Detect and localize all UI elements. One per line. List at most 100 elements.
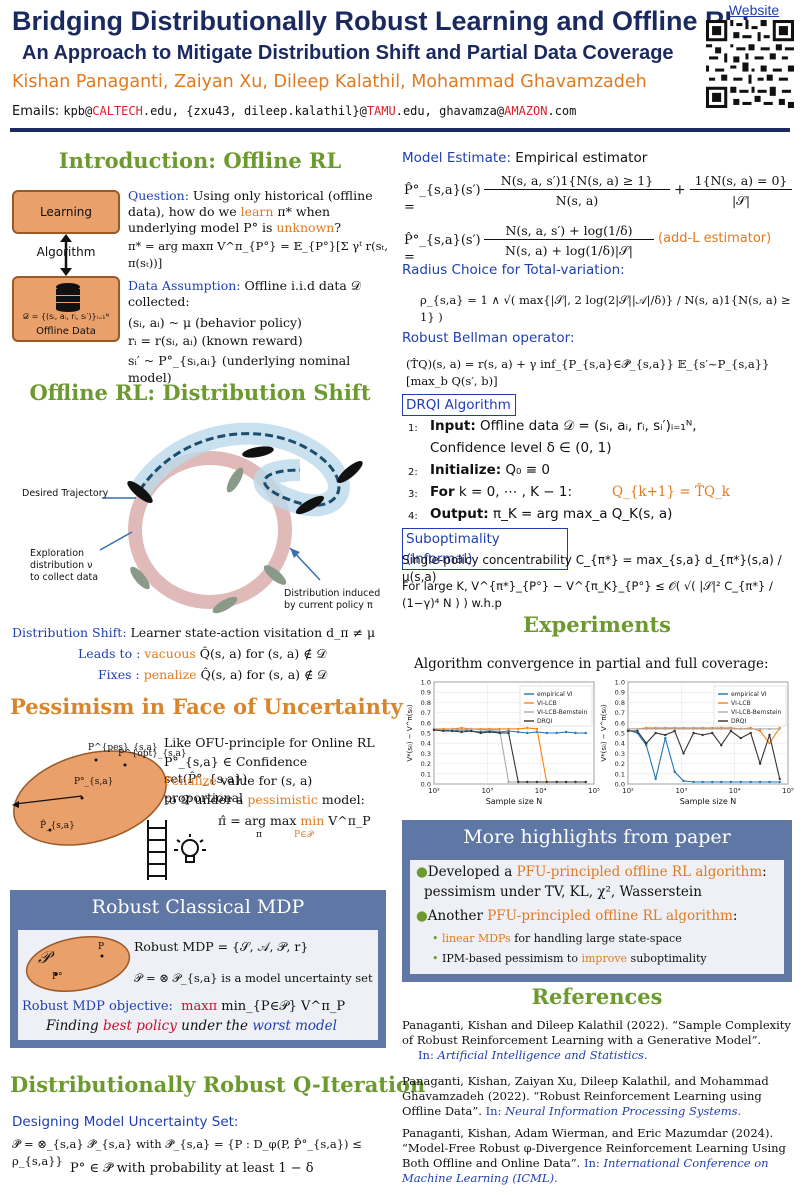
alg-line3: For k = 0, ⋯ , K − 1:	[430, 484, 620, 501]
suboptimality-title: Suboptimality (Informal)	[402, 528, 568, 570]
y-tick-label: 0.7	[421, 709, 431, 717]
data-point	[682, 779, 685, 783]
y-tick-label: 0.2	[421, 760, 431, 768]
legend-box	[519, 685, 593, 727]
dataset-formula: 𝒟 = {(sᵢ, aᵢ, rᵢ, sᵢ′)}ᵢ₌₁ᴺ	[22, 312, 110, 321]
alg-line2-bold: Initialize:	[430, 462, 502, 478]
website-link[interactable]: Website	[728, 2, 780, 18]
data-assumption: Data Assumption: Offline i.i.d data 𝒟 co…	[128, 278, 390, 310]
x-tick-label: 10⁵	[782, 787, 794, 795]
data-point	[664, 727, 667, 731]
data-point	[701, 733, 704, 737]
pessimism-line4-text: to 𝒟 under a	[164, 792, 248, 807]
data-point	[768, 733, 771, 737]
shift-text: Learner state-action visitation d_π ≠ μ	[126, 625, 376, 640]
x-axis-label: Sample size N	[486, 797, 543, 806]
robust-mdp-body: 𝒫 P P° Robust MDP = {𝒮, 𝒜, 𝒫, r} 𝒫 = ⊗ 𝒫…	[18, 930, 378, 1040]
designing-label: Designing Model Uncertainty Set:	[12, 1114, 239, 1130]
eq2-numerator: N(s, a, s′) + log(1/δ)	[484, 222, 654, 240]
bidirectional-arrow-icon	[60, 234, 72, 276]
data-point	[711, 727, 714, 731]
y-axis-label: V*(s₀) − V^π(s₀)	[406, 704, 414, 762]
pi-hat-sub: π	[256, 830, 262, 840]
model-estimate-rest: Empirical estimator	[511, 150, 648, 166]
data-point	[564, 780, 568, 784]
label-induced-2: by current policy π	[284, 600, 373, 611]
fixes-word: penalize	[143, 667, 197, 682]
distribution-shift-diagram	[99, 422, 363, 614]
finding-2: under the	[176, 1018, 253, 1034]
alg-line1b: Confidence level δ ∈ (0, 1)	[430, 440, 612, 456]
data-point	[626, 727, 630, 731]
alg-line1: Input: Offline data 𝒟 = (sᵢ, aᵢ, rᵢ, sᵢ′…	[430, 418, 792, 435]
legend-entry: empirical VI	[731, 691, 767, 698]
data-point	[739, 736, 742, 740]
robust-mdp-definition: Robust MDP = {𝒮, 𝒜, 𝒫, r}	[134, 939, 309, 954]
data-point	[720, 727, 723, 731]
legend-entry: DRQI	[731, 718, 747, 725]
sub-highlight-2-pre: IPM-based pessimism to	[442, 952, 582, 965]
reference-1-venue[interactable]: Artificial Intelligence and Statistics.	[437, 1048, 648, 1062]
pi-hat-formula: π̂ = arg max min V^π_P	[218, 812, 388, 829]
data-point	[758, 729, 762, 733]
pessimism-line1: Like OFU-principle for Online RL	[164, 735, 375, 750]
p-dot2-label: P°	[52, 972, 63, 982]
y-tick-label: 0.2	[615, 760, 625, 768]
intro-question: Question: Using only historical (offline…	[128, 188, 390, 236]
y-tick-label: 0.8	[615, 699, 625, 707]
question-label: Question:	[128, 188, 189, 203]
p-hat-label: P̂_{s,a}	[40, 821, 75, 831]
question-text-2: π* when underlying model P° is	[128, 204, 331, 235]
data-point	[673, 727, 676, 731]
data-point	[645, 742, 648, 745]
label-exploration: Exploration distribution ν to collect da…	[30, 548, 140, 584]
email1-user: kpb@	[63, 104, 93, 118]
objective-rest: min_{P∈𝒫} V^π_P	[217, 999, 346, 1014]
y-tick-label: 0.7	[615, 709, 625, 717]
alg-line1-num: 1:	[408, 423, 418, 434]
leads-text: Q̂(s, a) for (s, a) ∉ 𝒟	[195, 646, 327, 661]
data-point	[645, 727, 648, 731]
highlights-panel: More highlights from paper ●Developed a …	[402, 820, 792, 982]
data-point	[507, 727, 510, 731]
highlight-2: ●Another PFU-principled offline RL algor…	[416, 908, 780, 925]
uncertainty-set-icon	[25, 936, 131, 992]
y-axis-label: V*(s₀) − V^π(s₀)	[600, 704, 608, 762]
p-opt-label: P^{opt}_{s,a}	[118, 749, 187, 759]
finding-worst: worst model	[252, 1018, 337, 1034]
x-tick-label: 10⁴	[535, 787, 547, 795]
data-point	[535, 780, 539, 784]
email-label: Emails:	[12, 104, 64, 119]
alg-line2: Initialize: Q₀ ≡ 0	[430, 462, 792, 479]
qr-code-icon[interactable]	[706, 20, 794, 108]
pessimism-line3: Penalize value for (s, a) proportional	[164, 772, 390, 806]
data-point	[758, 762, 762, 765]
fixes-text: Q̂(s, a) for (s, a) ∉ 𝒟	[196, 667, 328, 682]
reference-2-venue[interactable]: Neural Information Processing Systems.	[505, 1104, 742, 1118]
pessimism-line4b: model:	[317, 792, 365, 807]
data-point	[692, 780, 695, 784]
email3-tld: .com	[547, 104, 577, 118]
x-tick-label: 10³	[481, 787, 493, 795]
x-tick-label: 10⁴	[729, 787, 741, 795]
penalize-word: Penalize	[164, 773, 217, 788]
label-exploration-1: Exploration	[30, 548, 85, 559]
leads-word: vacuous	[144, 646, 196, 661]
highlights-body: ●Developed a PFU-principled offline RL a…	[410, 860, 784, 974]
eq1-plus: +	[674, 182, 686, 198]
sub-highlight-2-orange: improve	[581, 952, 628, 965]
question-text-1: Using only historical (offline data), ho…	[128, 188, 373, 219]
reference-2: Panaganti, Kishan, Zaiyan Xu, Dileep Kal…	[402, 1074, 792, 1119]
label-desired-trajectory: Desired Trajectory	[22, 488, 109, 499]
data-point	[460, 730, 463, 734]
data-point	[584, 780, 587, 784]
reference-1: Panaganti, Kishan and Dileep Kalathil (2…	[402, 1018, 792, 1063]
legend-entry: VI-LCB-Bernstein	[537, 709, 587, 716]
reference-3-venue[interactable]: International Conference on Machine Lear…	[402, 1156, 769, 1185]
ladder-icon	[147, 820, 167, 880]
database-icon	[56, 283, 80, 312]
legend-entry: VI-LCB-Bernstein	[731, 709, 781, 716]
email1-domain: CALTECH	[92, 104, 143, 118]
label-induced-1: Distribution induced	[284, 588, 381, 599]
highlight-1-orange: PFU-principled offline RL algorithm	[516, 864, 763, 880]
